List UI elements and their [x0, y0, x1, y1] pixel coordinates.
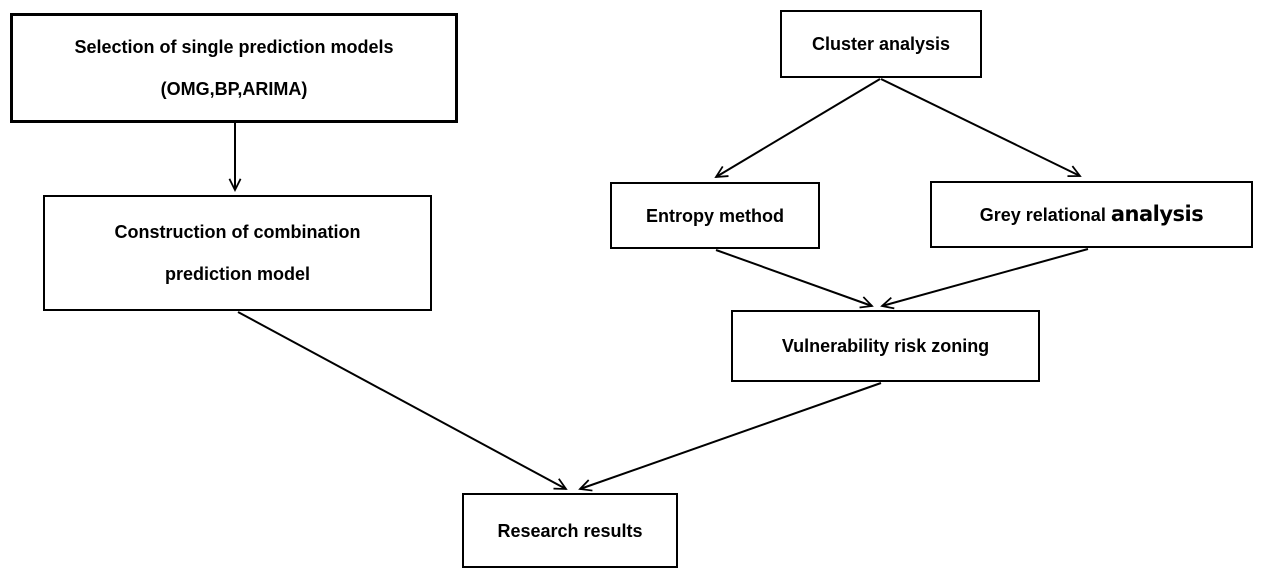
node-selection-of-single-prediction-models: Selection of single prediction models (O… — [10, 13, 458, 123]
node-label: Cluster analysis — [811, 34, 951, 54]
arrow-cluster-to-grey — [880, 78, 1082, 178]
arrow-cluster-to-entropy — [714, 78, 881, 179]
arrow-entropy-to-vulnerability — [715, 249, 874, 309]
node-label-line: Selection of single prediction models — [74, 37, 394, 57]
arrow-grey-to-vulnerability — [880, 248, 1089, 310]
node-grey-relational-analysis: Grey relational analysis — [930, 181, 1253, 248]
node-label: Grey relational analysis — [979, 202, 1204, 226]
node-label-part-1: Grey relational — [979, 205, 1106, 225]
node-entropy-method: Entropy method — [610, 182, 820, 249]
node-label-part-2: analysis — [1110, 202, 1204, 226]
node-research-results: Research results — [462, 493, 678, 568]
node-label-line: Construction of combination — [114, 222, 361, 242]
node-label-line: prediction model — [164, 264, 310, 284]
node-label-line: (OMG,BP,ARIMA) — [160, 79, 308, 99]
arrow-vulnerability-to-research — [578, 382, 882, 492]
node-cluster-analysis: Cluster analysis — [780, 10, 982, 78]
node-construction-of-combination-prediction-model: Construction of combination prediction m… — [43, 195, 432, 311]
node-label: Entropy method — [646, 205, 784, 226]
arrow-construction-to-research — [237, 311, 568, 490]
node-vulnerability-risk-zoning: Vulnerability risk zoning — [731, 310, 1040, 382]
node-label: Vulnerability risk zoning — [781, 336, 990, 356]
node-label: Research results — [497, 520, 643, 541]
